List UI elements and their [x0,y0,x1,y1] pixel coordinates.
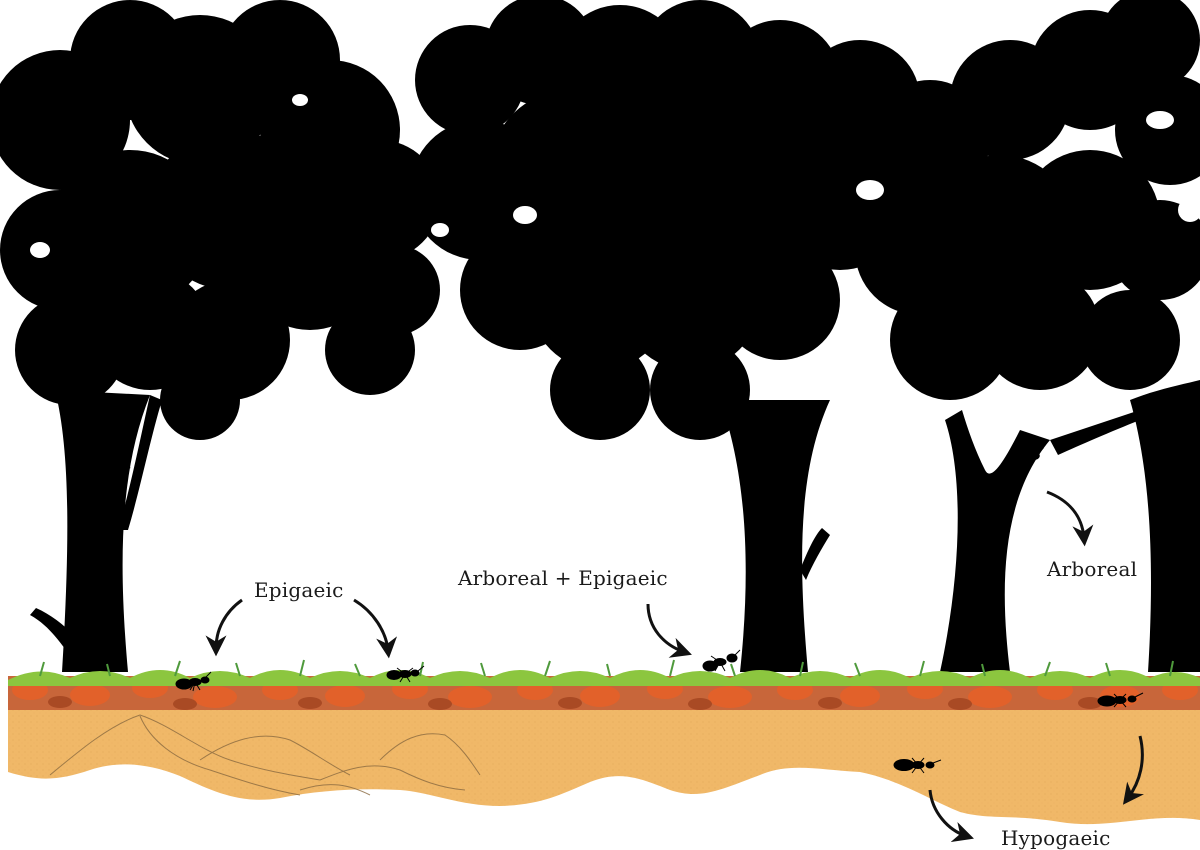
curved-arrow-icon [216,600,242,648]
label-epigaeic: Epigaeic [254,578,344,602]
label-hypogaeic: Hypogaeic [1001,826,1111,850]
label-arboreal: Arboreal [1047,557,1137,581]
curved-arrow-icon [354,600,388,650]
tree-canopy [0,0,1200,440]
label-arboreal-epigaeic: Arboreal + Epigaeic [458,566,668,590]
curved-arrow-icon [648,604,684,652]
soil-layer [8,710,1200,824]
ant-icon [703,650,740,671]
curved-arrow-icon [1047,492,1084,538]
